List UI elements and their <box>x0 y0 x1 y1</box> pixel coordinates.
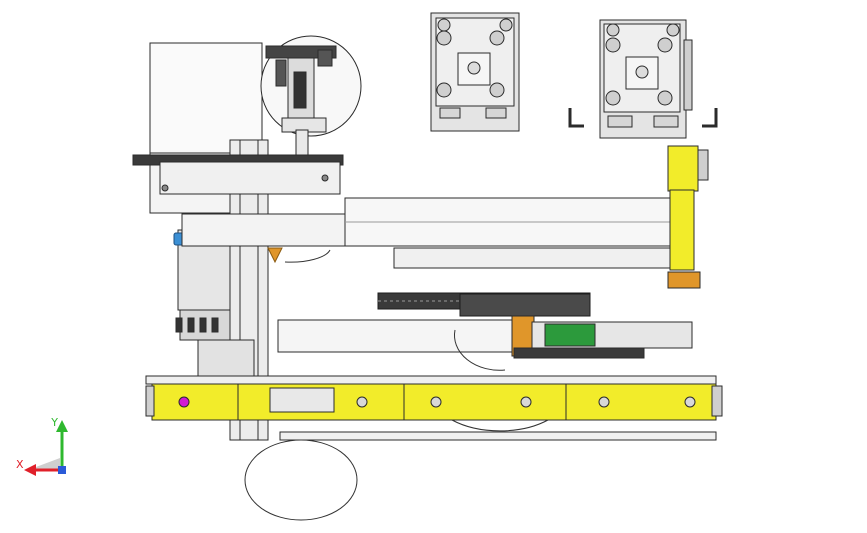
corner-bracket-left <box>568 108 584 128</box>
yellow-main-beam <box>145 375 723 421</box>
fixture-plate-left <box>430 12 520 132</box>
upper-long-carriage <box>181 197 688 269</box>
orange-nozzle-icon <box>267 247 283 264</box>
coordinate-triad-icon: Y X <box>16 416 68 476</box>
swing-radius-arcs <box>244 249 549 521</box>
middle-slide-rail <box>277 315 693 359</box>
lower-guide-rail <box>279 431 717 441</box>
fixture-plate-right <box>599 19 693 139</box>
corner-bracket-right <box>702 108 718 128</box>
right-yellow-tower <box>667 145 709 289</box>
detail-view-circle <box>260 35 362 157</box>
cable-drag-chain <box>377 292 591 317</box>
x-axis-label: X <box>16 458 24 471</box>
y-axis-label: Y <box>50 416 58 429</box>
upper-cross-plate <box>132 154 344 195</box>
